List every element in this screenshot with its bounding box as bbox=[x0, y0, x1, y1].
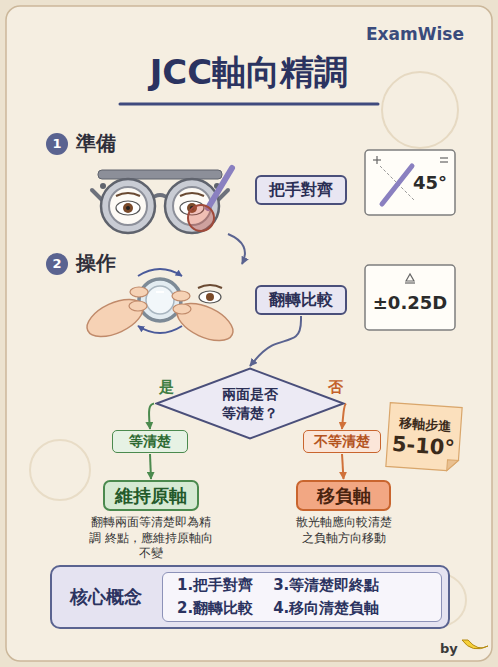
paper-frame bbox=[6, 6, 492, 661]
node-text: ±0.25D bbox=[373, 292, 447, 313]
summary-item: 1.把手對齊 bbox=[177, 576, 253, 595]
hands-illustration-part bbox=[130, 287, 148, 297]
summary-item: 4.移向清楚負軸 bbox=[273, 599, 379, 618]
branch-label: 是 bbox=[157, 379, 176, 395]
trial-frame-illustration-part bbox=[116, 193, 140, 196]
hands-illustration-part bbox=[206, 293, 214, 301]
result-box: 不等清楚 bbox=[303, 430, 381, 453]
summary-list: 1.把手對齊 2.翻轉比較 3.等清楚即終點 4.移向清楚負軸 bbox=[162, 572, 442, 622]
credit-text: by bbox=[440, 637, 458, 661]
flow-connector bbox=[149, 404, 154, 430]
flow-connector bbox=[342, 454, 344, 479]
hands-illustration-part bbox=[172, 291, 190, 301]
hands-illustration-part bbox=[173, 304, 191, 314]
axis-card-part bbox=[365, 150, 455, 215]
hands-illustration bbox=[81, 269, 238, 348]
step-heading: 準備 bbox=[76, 131, 116, 155]
axis-card-part bbox=[376, 156, 377, 164]
flow-connector bbox=[342, 404, 346, 430]
hands-illustration-part bbox=[138, 326, 182, 333]
hands-illustration-part bbox=[171, 296, 238, 349]
node-text: 5-10° bbox=[391, 432, 456, 460]
trial-frame-illustration-part bbox=[180, 193, 204, 196]
node-text: 把手對齊 bbox=[269, 180, 333, 201]
hands-illustration-part bbox=[138, 269, 182, 276]
branch-label: 否 bbox=[326, 379, 345, 395]
node-text: 兩面是否 等清楚？ bbox=[213, 385, 287, 421]
step-number: 1 bbox=[46, 133, 68, 155]
trial-frame-illustration-part bbox=[101, 179, 155, 233]
result-box: 等清楚 bbox=[112, 430, 188, 453]
flow-connector bbox=[250, 316, 301, 366]
title-underline-part bbox=[120, 103, 378, 106]
node-text: 核心概念 bbox=[52, 585, 160, 609]
trial-frame-illustration-part bbox=[98, 170, 222, 179]
node-text: 移負軸 bbox=[317, 484, 371, 508]
axis-card bbox=[365, 150, 455, 215]
trial-frame-illustration-part bbox=[208, 168, 232, 208]
flow-connector bbox=[150, 454, 151, 479]
step-heading: 操作 bbox=[76, 251, 116, 275]
summary-item: 3.等清楚即終點 bbox=[273, 576, 379, 595]
action-box: 維持原軸翻轉兩面等清楚即為精調 終點，應維持原軸向不變 bbox=[103, 480, 199, 511]
power-card: ±0.25D bbox=[365, 265, 455, 330]
paper-frame-part bbox=[30, 440, 90, 500]
banana-icon bbox=[462, 640, 488, 649]
power-card-part bbox=[365, 265, 455, 330]
step-number: 2 bbox=[46, 253, 68, 275]
axis-card-part bbox=[440, 161, 448, 162]
node-text: 不等清楚 bbox=[314, 433, 370, 451]
trial-frame-illustration-part bbox=[126, 206, 130, 210]
hands-illustration-part bbox=[146, 286, 174, 314]
power-card-part bbox=[406, 274, 414, 281]
power-card-part bbox=[405, 282, 415, 283]
hands-illustration-part bbox=[129, 301, 147, 311]
brand-mark: ExamWise bbox=[366, 22, 464, 46]
trial-frame-illustration-part bbox=[100, 183, 106, 189]
hands-illustration-part bbox=[156, 291, 164, 293]
trial-frame-illustration-part bbox=[188, 205, 214, 231]
flow-arrow bbox=[228, 234, 245, 264]
summary-band: 核心概念 1.把手對齊 2.翻轉比較 3.等清楚即終點 4.移向清楚負軸 bbox=[50, 565, 450, 629]
trial-frame-illustration-part bbox=[116, 201, 140, 215]
node-text: 翻轉比較 bbox=[269, 290, 333, 311]
trial-frame-illustration-part bbox=[123, 203, 133, 213]
banana-icon-part bbox=[462, 640, 488, 649]
note-text: 翻轉兩面等清楚即為精調 終點，應維持原軸向不變 bbox=[86, 515, 216, 562]
paper-frame-part bbox=[6, 6, 492, 661]
flow-arrow-part bbox=[228, 234, 245, 264]
note-text: 散光軸應向較清楚 之負軸方向移動 bbox=[296, 515, 392, 546]
step-box: 翻轉比較 bbox=[255, 285, 347, 315]
action-box: 移負軸散光軸應向較清楚 之負軸方向移動 bbox=[296, 480, 391, 511]
angle-card: 45° bbox=[365, 150, 455, 215]
power-card bbox=[365, 265, 455, 330]
trial-frame-illustration bbox=[92, 168, 232, 233]
hands-illustration-part bbox=[81, 292, 148, 345]
sticky-note: 移軸步進5-10° bbox=[386, 403, 462, 472]
step-box: 把手對齊 bbox=[255, 175, 347, 205]
page-title: JCC軸向精調 bbox=[0, 52, 498, 92]
paper-frame-part bbox=[382, 72, 458, 148]
trial-frame-illustration-part bbox=[109, 187, 147, 225]
summary-item: 2.翻轉比較 bbox=[177, 599, 253, 618]
diamond-shape bbox=[157, 369, 344, 439]
axis-card-part bbox=[440, 157, 448, 158]
sticky-note-part bbox=[447, 460, 459, 472]
axis-card-part bbox=[382, 166, 412, 204]
hands-illustration-part bbox=[198, 285, 222, 288]
node-text: 45° bbox=[413, 172, 447, 193]
node-text: 維持原軸 bbox=[115, 484, 187, 508]
sticky-note bbox=[386, 403, 462, 472]
hands-illustration-part bbox=[199, 291, 221, 303]
trial-frame-illustration-part bbox=[92, 190, 102, 200]
title-underline bbox=[120, 104, 378, 105]
sticky-note-part bbox=[386, 403, 462, 472]
node-text: 等清楚 bbox=[129, 433, 171, 451]
